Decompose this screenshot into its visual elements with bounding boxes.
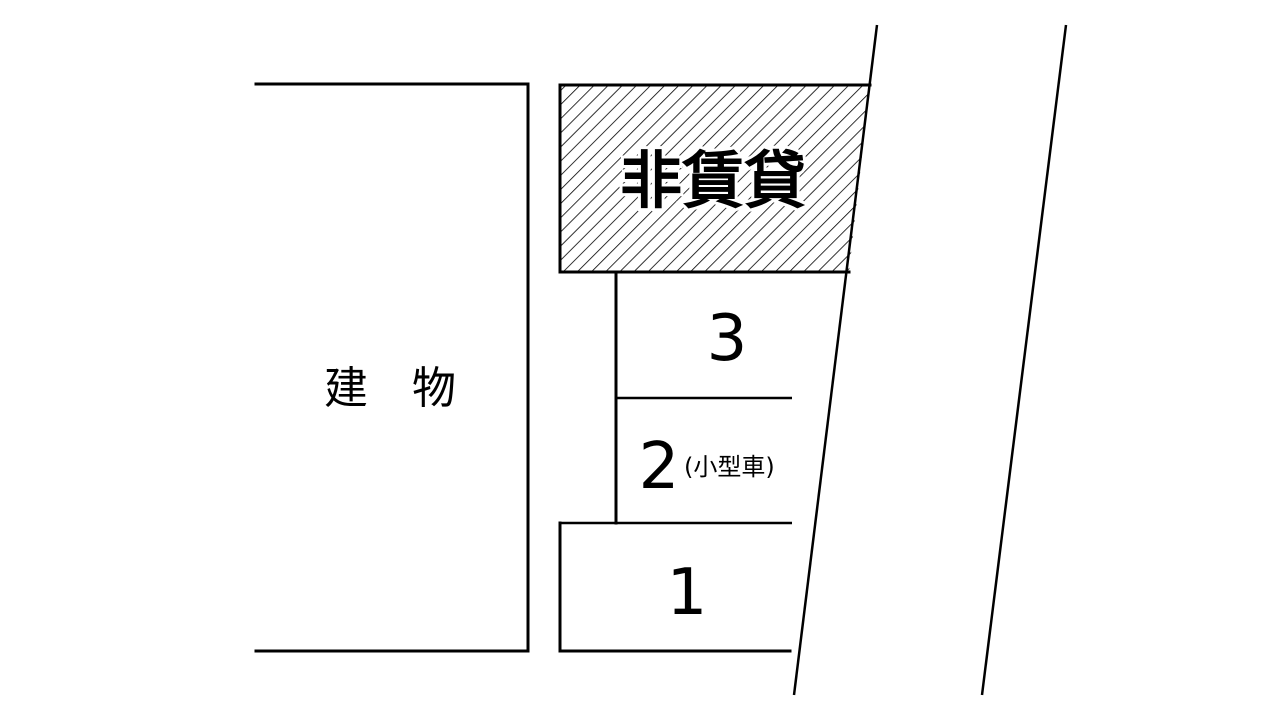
space-2-note: (小型車) [684, 453, 775, 481]
parking-space-2: 2 (小型車) [560, 396, 792, 525]
space-2-number: 2 [639, 430, 680, 504]
road-edge-right [980, 24, 1068, 696]
reserved-area: 非賃貸 [558, 83, 872, 274]
road [792, 24, 1068, 696]
road-edge-left [792, 24, 879, 696]
reserved-hatch [560, 85, 870, 272]
parking-space-1: 1 [558, 521, 792, 653]
building-label: 建 物 [324, 363, 456, 414]
parking-spaces: 3 2 (小型車) 1 [558, 273, 792, 653]
space-1-number: 1 [667, 556, 708, 630]
reserved-label: 非賃貸 [620, 144, 806, 217]
space-1-outline [558, 521, 792, 653]
parking-space-3: 3 [614, 273, 792, 400]
reserved-outline [558, 83, 872, 274]
building: 建 物 [254, 82, 530, 653]
space-3-number: 3 [707, 302, 748, 376]
building-outline [254, 82, 530, 653]
